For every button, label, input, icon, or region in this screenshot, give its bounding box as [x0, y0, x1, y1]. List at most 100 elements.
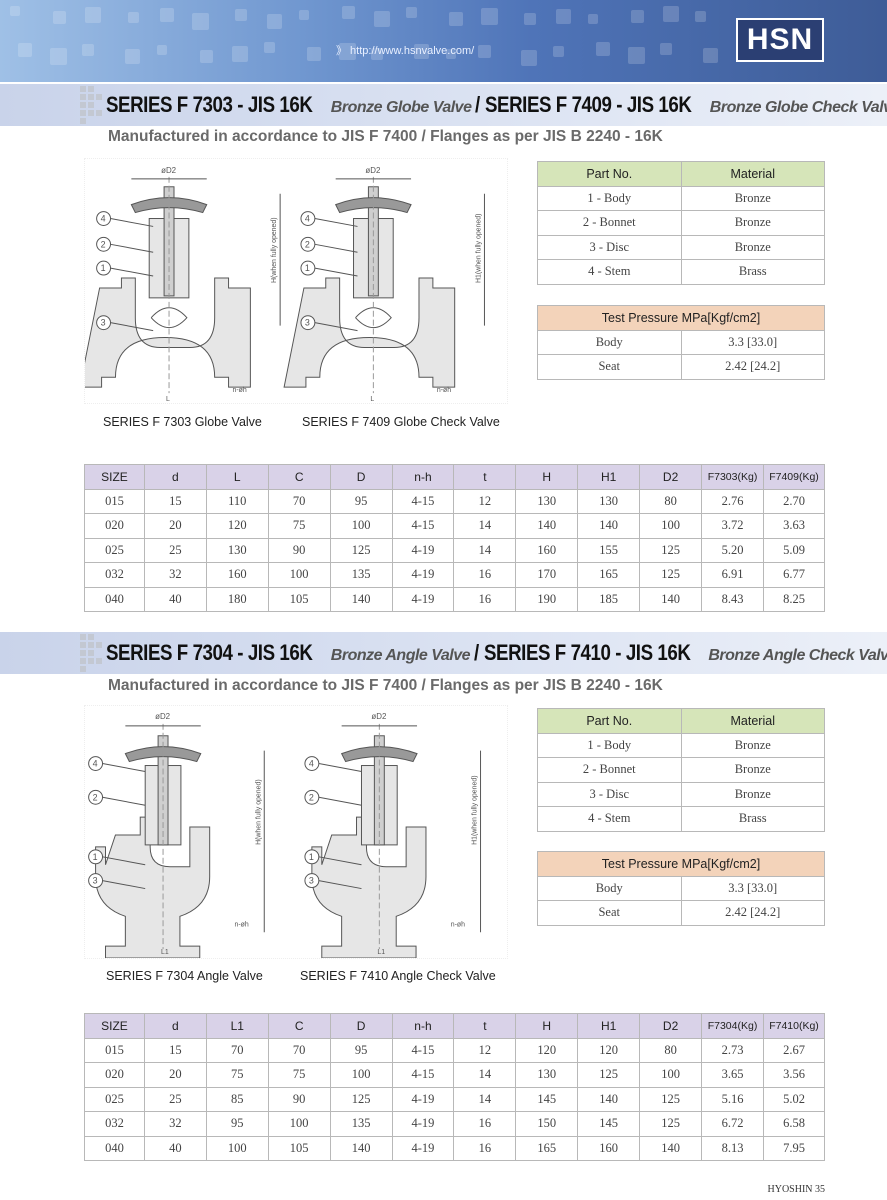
callout-number: 2 — [93, 792, 98, 802]
dimension-label: H1(when fully opened) — [475, 214, 482, 283]
website-url[interactable]: 》 http://www.hsnvalve.com/ — [336, 45, 475, 57]
square — [96, 94, 102, 100]
banner-tile — [553, 46, 564, 57]
table-cell: 2.70 — [763, 488, 825, 514]
callout-number: 1 — [101, 263, 106, 273]
table-cell: 015 — [84, 1037, 145, 1063]
square — [80, 94, 86, 100]
table-cell: 6.77 — [763, 562, 825, 588]
square — [88, 86, 94, 92]
table-cell: 4-19 — [391, 537, 455, 563]
table-cell: 165 — [515, 1135, 579, 1161]
table-cell: Bronze — [680, 757, 825, 783]
leader-line — [102, 880, 146, 890]
table-cell: 2.42 [24.2] — [680, 900, 825, 926]
table-cell: Bronze — [680, 781, 825, 807]
table-cell: Bronze — [680, 210, 825, 236]
square — [80, 634, 86, 640]
table-cell: 135 — [329, 562, 393, 588]
drawing-caption: SERIES F 7410 Angle Check Valve — [300, 969, 496, 983]
callout-circle — [88, 789, 104, 805]
square — [80, 650, 86, 656]
drawing-caption: SERIES F 7303 Globe Valve — [103, 415, 262, 429]
table-cell: 75 — [267, 1062, 331, 1088]
leader-line — [110, 267, 154, 277]
table-cell: 95 — [329, 488, 393, 514]
banner-tile — [406, 7, 417, 18]
square — [80, 118, 86, 124]
callout-circle — [300, 315, 316, 331]
table-cell: 20 — [143, 513, 207, 539]
leader-line — [318, 856, 362, 866]
hsn-logo: HSN — [736, 18, 824, 62]
column-header: n-h — [391, 1013, 455, 1039]
table-cell: 135 — [329, 1111, 393, 1137]
table-cell: 4-19 — [391, 1086, 455, 1112]
table-cell: 170 — [515, 562, 579, 588]
table-cell: 8.13 — [701, 1135, 764, 1161]
column-header: SIZE — [84, 1013, 145, 1039]
banner-tile — [200, 50, 213, 63]
callout-circle — [96, 260, 112, 276]
dimension-label: øD2 — [161, 166, 176, 175]
table-cell: Bronze — [680, 185, 825, 211]
table-cell: 4-15 — [391, 488, 455, 514]
table-cell: 130 — [515, 1062, 579, 1088]
table-cell: 90 — [267, 1086, 331, 1112]
table-cell: 020 — [84, 513, 145, 539]
callout-number: 1 — [93, 852, 98, 862]
table-cell: 140 — [515, 513, 579, 539]
table-cell: Brass — [680, 259, 825, 285]
callout-number: 2 — [309, 792, 314, 802]
table-cell: 032 — [84, 562, 145, 588]
callout-number: 1 — [309, 852, 314, 862]
table-cell: 040 — [84, 586, 145, 612]
banner-tile — [82, 44, 94, 56]
table-cell: Bronze — [680, 234, 825, 260]
column-header: Test Pressure MPa[Kgf/cm2] — [537, 851, 825, 877]
banner-tile — [371, 48, 383, 60]
dimension-label: n-øh — [451, 921, 465, 928]
banner-tile — [307, 47, 321, 61]
callout-number: 4 — [93, 759, 98, 769]
banner-tile — [235, 9, 247, 21]
column-header: Material — [680, 708, 825, 734]
column-header: t — [453, 1013, 517, 1039]
leader-line — [314, 267, 358, 277]
header-banner: 》 http://www.hsnvalve.com/ HSN — [0, 0, 887, 82]
leader-line — [102, 763, 146, 772]
callout-number: 4 — [101, 213, 106, 223]
square — [88, 650, 94, 656]
dimension-label: L1 — [377, 949, 385, 956]
column-header: C — [267, 464, 331, 490]
section-title-bar: SERIES F 7304 - JIS 16K Bronze Angle Val… — [0, 632, 887, 674]
table-header-row: Part No.Material — [537, 161, 825, 187]
table-cell: 90 — [267, 537, 331, 563]
table-cell: 5.09 — [763, 537, 825, 563]
banner-tile — [157, 45, 167, 55]
table-cell: 125 — [329, 537, 393, 563]
valve-body-outline — [283, 277, 456, 388]
table-cell: 3.56 — [763, 1062, 825, 1088]
column-header: H1 — [577, 1013, 641, 1039]
table-cell: 032 — [84, 1111, 145, 1137]
table-cell: 100 — [267, 562, 331, 588]
table-cell: 95 — [329, 1037, 393, 1063]
banner-tile — [628, 47, 645, 64]
table-cell: 80 — [639, 1037, 703, 1063]
banner-tile — [556, 9, 571, 24]
banner-tile — [85, 7, 101, 23]
column-header: Test Pressure MPa[Kgf/cm2] — [537, 305, 825, 331]
table-cell: 75 — [205, 1062, 269, 1088]
callout-number: 1 — [305, 263, 310, 273]
callout-number: 3 — [309, 876, 314, 886]
table-cell: 190 — [515, 586, 579, 612]
